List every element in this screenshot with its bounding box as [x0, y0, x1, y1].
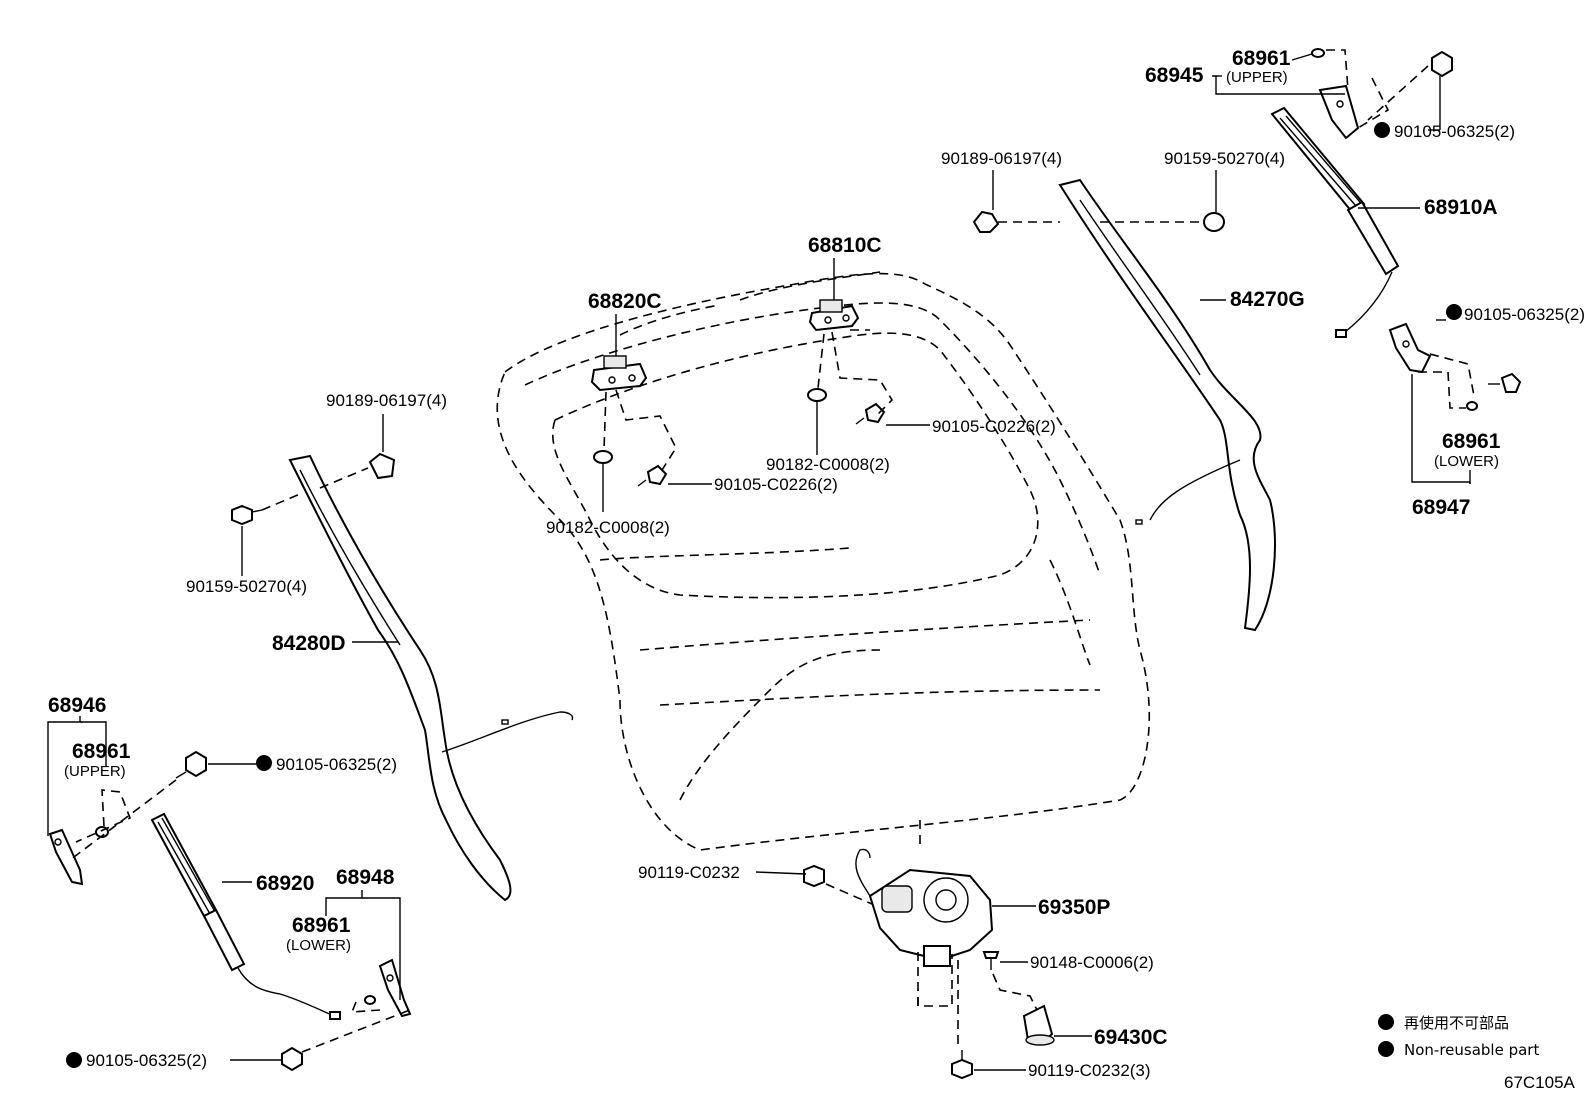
weatherstrip-84280d	[288, 454, 574, 902]
part-label-90105-c0226: 90105-C0226(2)	[932, 417, 1056, 436]
bolt-90105-06325-upper-left	[175, 750, 207, 779]
part-note-upper: (UPPER)	[64, 763, 126, 780]
non-reusable-marker	[66, 1052, 82, 1068]
legend-label-japanese: 再使用不可部品	[1404, 1014, 1509, 1032]
part-label-68920: 68920	[256, 872, 314, 895]
part-labels: 68961 (UPPER) 68945 90105-06325(2) 90189…	[48, 47, 1585, 1080]
bracket-68946-upper	[48, 828, 84, 886]
part-label-90105-06325: 90105-06325(2)	[86, 1051, 207, 1070]
clip-90189-right	[972, 210, 1000, 233]
non-reusable-marker	[1374, 122, 1390, 138]
part-label-68961: 68961	[1442, 430, 1501, 453]
striker-69430c	[1022, 1004, 1055, 1046]
part-label-84270g: 84270G	[1230, 288, 1305, 311]
bolt-68961-upper-right	[1311, 48, 1325, 58]
part-label-68961: 68961	[72, 740, 131, 763]
part-label-90189-06197: 90189-06197(4)	[941, 149, 1062, 168]
bolt-90119-c0232-bottom	[951, 1050, 973, 1080]
bracket-68948-lower	[378, 958, 412, 1018]
bolt-68961-lower-left	[364, 995, 376, 1005]
hinge-68820c	[590, 355, 648, 392]
pin-90159-right	[1203, 212, 1225, 232]
bolt-90105-c0226-right	[855, 402, 886, 425]
part-label-90119-c0232: 90119-C0232	[638, 863, 740, 882]
part-note-lower: (LOWER)	[286, 937, 351, 954]
bolt-90105-c0226-left	[637, 464, 668, 487]
part-label-68961: 68961	[292, 914, 351, 937]
bolt-90119-c0232-center	[803, 864, 825, 888]
part-label-68948: 68948	[336, 866, 395, 889]
part-label-68946: 68946	[48, 694, 106, 717]
bracket-68947-lower	[1388, 322, 1432, 374]
part-label-90105-06325: 90105-06325(2)	[1464, 305, 1585, 324]
part-label-68961: 68961	[1232, 47, 1291, 70]
nut-90182-right	[807, 388, 827, 402]
part-label-90105-06325: 90105-06325(2)	[276, 755, 397, 774]
part-label-90159-50270: 90159-50270(4)	[186, 577, 307, 596]
leader-lines	[47, 53, 1471, 1071]
part-label-68810c: 68810C	[808, 234, 882, 257]
diagram-code: 67C105A	[1504, 1073, 1576, 1092]
part-note-lower: (LOWER)	[1434, 453, 1499, 470]
part-label-90189-06197: 90189-06197(4)	[326, 391, 447, 410]
nut-90182-left	[593, 450, 613, 464]
non-reusable-marker	[256, 755, 272, 771]
legend-marker	[1378, 1014, 1394, 1030]
part-label-68910a: 68910A	[1424, 196, 1498, 219]
part-label-90148-c0006: 90148-C0006(2)	[1030, 953, 1154, 972]
part-label-68945: 68945	[1145, 64, 1204, 87]
part-label-84280d: 84280D	[272, 632, 346, 655]
part-label-68820c: 68820C	[588, 290, 662, 313]
pin-90159-left	[231, 504, 263, 526]
legend-marker	[1378, 1041, 1394, 1057]
clip-90189-left	[368, 452, 396, 480]
part-note-upper: (UPPER)	[1226, 69, 1288, 86]
part-label-90159-50270: 90159-50270(4)	[1164, 149, 1285, 168]
bolt-90105-06325-lower-right	[1488, 372, 1522, 393]
door-lock-actuator-69350p	[855, 848, 994, 967]
part-label-69430c: 69430C	[1094, 1026, 1168, 1049]
bracket-68945-upper	[1318, 84, 1360, 140]
part-label-68947: 68947	[1412, 496, 1470, 519]
bolt-90105-06325-lower-left	[281, 1046, 303, 1072]
legend-label-english: Non-reusable part	[1404, 1041, 1539, 1059]
part-label-90105-06325: 90105-06325(2)	[1394, 122, 1515, 141]
screw-90148-c0006	[982, 951, 1000, 970]
gas-strut-68920	[150, 812, 341, 1020]
part-label-69350p: 69350P	[1038, 896, 1110, 919]
part-label-90182-c0008: 90182-C0008(2)	[766, 455, 890, 474]
weatherstrip-84270g	[1058, 178, 1276, 632]
hinge-68810c	[808, 299, 860, 332]
bolt-90105-06325-upper-right	[1431, 50, 1453, 78]
legend: 再使用不可部品 Non-reusable part	[1378, 1014, 1539, 1059]
part-label-90105-c0226: 90105-C0226(2)	[714, 475, 838, 494]
back-door-panel	[496, 271, 1150, 851]
part-label-90119-c0232: 90119-C0232(3)	[1028, 1061, 1151, 1080]
gas-strut-68910a	[1270, 106, 1400, 338]
non-reusable-marker	[1446, 304, 1462, 320]
part-label-90182-c0008: 90182-C0008(2)	[546, 518, 670, 537]
bolt-68961-lower-right	[1466, 401, 1478, 411]
